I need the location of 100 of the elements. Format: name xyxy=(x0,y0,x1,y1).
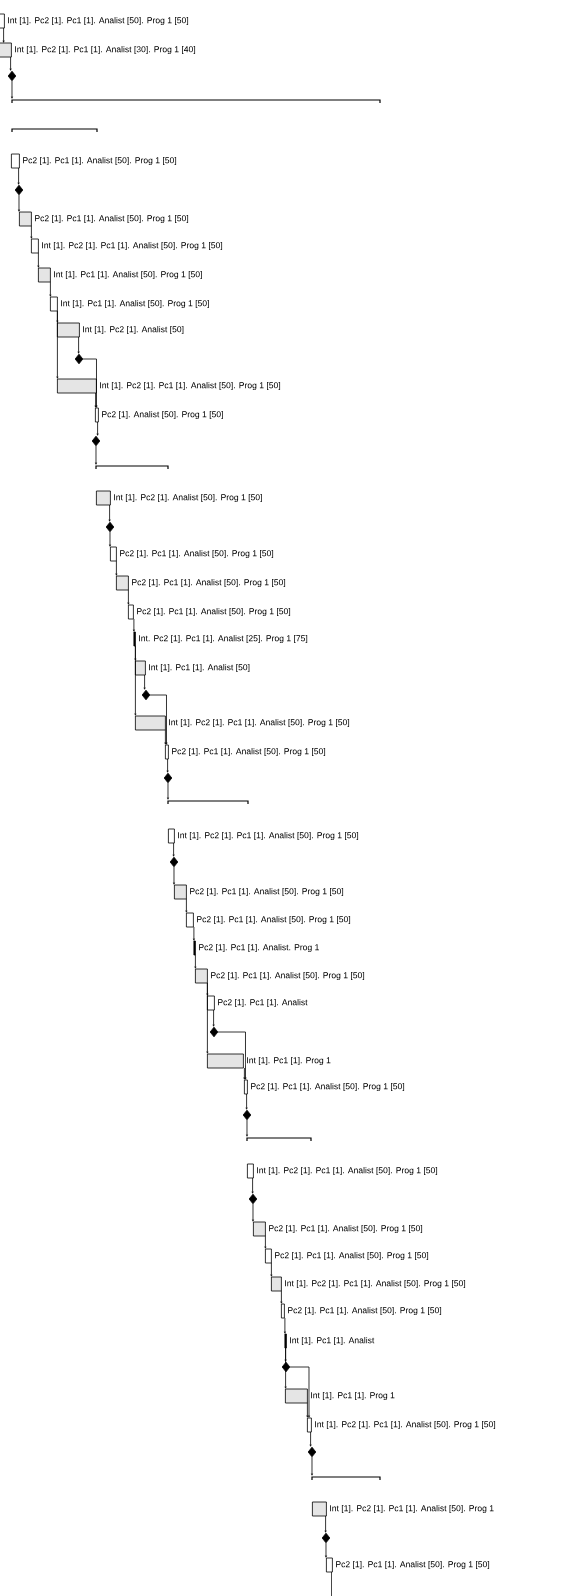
resource-label: Pc2 [1]. Pc1 [1]. Analist [50]. Prog 1 [50] xyxy=(21,156,178,166)
task-bar xyxy=(133,631,136,647)
resource-label: Int [1]. Pc1 [1]. Analist xyxy=(288,1336,375,1346)
resource-label: Int [1]. Pc2 [1]. Pc1 [1]. Analist [50]. Prog 1 [50] xyxy=(176,831,360,841)
dependency-arrow xyxy=(115,560,118,576)
dependency-arrow xyxy=(217,1031,247,1080)
dependency-arrow xyxy=(283,1317,286,1334)
resource-label: Pc2 [1]. Pc1 [1]. Analist [50]. Prog 1 [50] xyxy=(118,549,275,559)
dependency-arrow xyxy=(309,1431,312,1447)
milestone-diamond xyxy=(242,1109,252,1121)
resource-label: Pc2 [1]. Pc1 [1]. Analist [50]. Prog 1 [50] xyxy=(286,1306,443,1316)
milestone-diamond xyxy=(7,70,17,82)
dependency-arrow xyxy=(252,1203,254,1222)
resource-label: Int [1]. Pc2 [1]. Pc1 [1]. Analist [50]. Prog 1 [50] xyxy=(40,241,224,251)
dependency-arrow xyxy=(37,252,40,268)
dependency-arrow xyxy=(164,729,167,745)
task-bar xyxy=(195,968,208,984)
resource-label: Int [1]. Pc2 [1]. Analist [50]. Prog 1 [50] xyxy=(112,493,263,503)
dependency-arrow xyxy=(306,1402,309,1418)
summary-bar xyxy=(167,800,249,805)
dependency-arrow xyxy=(95,445,97,465)
task-bar xyxy=(193,940,196,956)
task-bar xyxy=(281,1303,285,1319)
task-bar xyxy=(57,322,80,338)
dependency-arrow xyxy=(56,310,59,379)
resource-label: Pc2 [1]. Pc1 [1]. Analist [50]. Prog 1 [50] xyxy=(130,578,287,588)
task-bar xyxy=(307,1417,312,1433)
task-bar xyxy=(135,660,146,676)
dependency-arrow xyxy=(324,1515,327,1533)
dependency-arrow xyxy=(18,194,20,212)
dependency-arrow xyxy=(280,1290,283,1304)
resource-label: Pc2 [1]. Pc1 [1]. Analist [50]. Prog 1 [50] xyxy=(188,887,345,897)
summary-bar xyxy=(311,1476,381,1481)
task-bar xyxy=(135,715,166,731)
task-bar xyxy=(253,1221,266,1237)
milestone-diamond xyxy=(14,184,24,196)
task-bar xyxy=(19,211,32,227)
dependency-arrow xyxy=(264,1235,267,1249)
task-bar xyxy=(326,1557,333,1573)
milestone-diamond xyxy=(91,435,101,447)
milestone-diamond xyxy=(248,1193,258,1205)
task-bar xyxy=(284,1333,287,1349)
task-bar xyxy=(174,884,187,900)
dependency-arrow xyxy=(49,281,52,297)
milestone-diamond xyxy=(141,689,151,701)
milestone-diamond xyxy=(74,353,84,365)
dependency-arrow xyxy=(173,866,175,885)
summary-bar xyxy=(11,99,381,104)
dependency-arrow xyxy=(289,1366,310,1418)
task-bar xyxy=(265,1248,272,1264)
dependency-arrow xyxy=(311,1456,313,1476)
task-bar xyxy=(186,912,194,928)
dependency-arrow xyxy=(127,589,130,605)
dependency-arrow xyxy=(30,225,33,239)
dependency-arrow xyxy=(270,1262,273,1277)
task-bar xyxy=(110,546,117,562)
resource-label: Pc2 [1]. Pc1 [1]. Analist [50]. Prog 1 [50] xyxy=(273,1251,430,1261)
resource-label: Pc2 [1]. Pc1 [1]. Analist [50]. Prog 1 [50] xyxy=(170,747,327,757)
dependency-arrow xyxy=(185,898,188,913)
resource-label: Int [1]. Pc2 [1]. Pc1 [1]. Analist [50]. Prog 1 [50] xyxy=(98,381,282,391)
dependency-arrow xyxy=(2,27,5,43)
dependency-arrow xyxy=(212,1009,215,1027)
task-bar xyxy=(168,828,175,844)
dependency-arrow xyxy=(245,1093,248,1110)
resource-label: Pc2 [1]. Pc1 [1]. Analist [50]. Prog 1 [50] xyxy=(267,1224,424,1234)
resource-label: Pc2 [1]. Pc1 [1]. Analist [50]. Prog 1 [50] xyxy=(209,971,366,981)
dependency-arrow xyxy=(9,56,12,71)
resource-label: Int [1]. Pc2 [1]. Pc1 [1]. Analist [50]. Prog 1 [50] xyxy=(313,1420,497,1430)
milestone-diamond xyxy=(307,1446,317,1458)
task-bar xyxy=(285,1388,308,1404)
milestone-diamond xyxy=(321,1532,331,1544)
task-bar xyxy=(0,13,5,29)
task-bar xyxy=(165,744,169,760)
resource-label: Int [1]. Pc2 [1]. Pc1 [1]. Analist [50]. Prog 1 [50] xyxy=(6,16,190,26)
task-bar xyxy=(271,1276,282,1292)
resource-label: Pc2 [1]. Pc1 [1]. Analist [50]. Prog 1 [50] xyxy=(195,915,352,925)
dependency-arrow xyxy=(192,926,195,941)
resource-label: Int [1]. Pc2 [1]. Analist [50] xyxy=(81,325,185,335)
task-bar xyxy=(247,1163,254,1179)
task-bar xyxy=(207,1053,244,1069)
dependency-arrow xyxy=(166,758,169,773)
resource-label: Int [1]. Pc2 [1]. Pc1 [1]. Analist [50]. Prog 1 [50] xyxy=(255,1166,439,1176)
dependency-arrow xyxy=(11,80,13,99)
resource-label: Int [1]. Pc1 [1]. Analist [50]. Prog 1 [50] xyxy=(59,299,210,309)
task-bar xyxy=(0,42,12,58)
summary-bar xyxy=(95,465,169,470)
dependency-arrow xyxy=(206,982,209,1054)
resource-label: Int [1]. Pc1 [1]. Analist [50] xyxy=(147,663,251,673)
task-bar xyxy=(312,1501,327,1517)
dependency-arrow xyxy=(143,674,146,690)
task-bar xyxy=(96,490,111,506)
summary-bar xyxy=(11,128,98,133)
resource-label: Pc2 [1]. Analist [50]. Prog 1 [50] xyxy=(100,410,224,420)
task-bar xyxy=(50,296,58,312)
dependency-arrow xyxy=(246,1119,248,1137)
dependency-arrow xyxy=(194,954,197,969)
milestone-diamond xyxy=(281,1361,291,1373)
resource-label: Pc2 [1]. Pc1 [1]. Analist [50]. Prog 1 [50] xyxy=(334,1560,491,1570)
summary-bar xyxy=(246,1137,312,1142)
task-bar xyxy=(57,378,97,394)
